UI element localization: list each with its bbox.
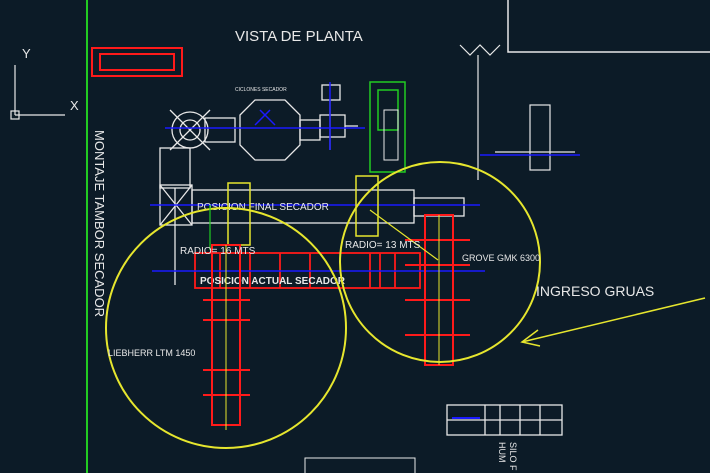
bottom-equipment [304, 457, 416, 473]
silo-label-2: HUM [497, 442, 507, 463]
crane-right-label: GROVE GMK 6300 [462, 253, 540, 263]
cyclones-label: CICLONES SECADOR [235, 87, 287, 93]
lifting-point-left [227, 182, 251, 246]
cyclone-axis-lines [165, 82, 365, 150]
side-label: MONTAJE TAMBOR SECADOR [92, 130, 107, 317]
cyclones-secador [159, 84, 358, 285]
frame-corner [507, 0, 710, 53]
green-equipment [369, 81, 406, 173]
radius-left-label: RADIO= 16 MTS [180, 246, 256, 257]
entry-label: INGRESO GRUAS [536, 283, 654, 299]
radius-right-label: RADIO= 13 MTS [345, 240, 421, 251]
crane-left-label: LIEBHERR LTM 1450 [108, 348, 195, 358]
final-position-label: POSICION FINAL SECADOR [197, 202, 329, 213]
entry-arrow-icon [520, 297, 706, 347]
radius-circle-grove [339, 161, 541, 363]
silo-label-1: SILO F [508, 442, 518, 471]
silo-equipment [446, 404, 563, 436]
ucs-icon [10, 65, 65, 120]
ucs-y-label: Y [22, 46, 31, 61]
right-equipment [459, 44, 575, 180]
radius-line [369, 209, 439, 261]
current-position-label: POSICION ACTUAL SECADOR [200, 276, 346, 287]
crane-grove [405, 214, 470, 366]
radius-circle-liebherr [105, 207, 347, 449]
crane-liebherr [203, 244, 250, 430]
filter-unit [383, 109, 399, 161]
drawing-title: VISTA DE PLANTA [235, 28, 363, 45]
red-frame-equipment [91, 47, 183, 77]
ucs-x-label: X [70, 98, 79, 113]
